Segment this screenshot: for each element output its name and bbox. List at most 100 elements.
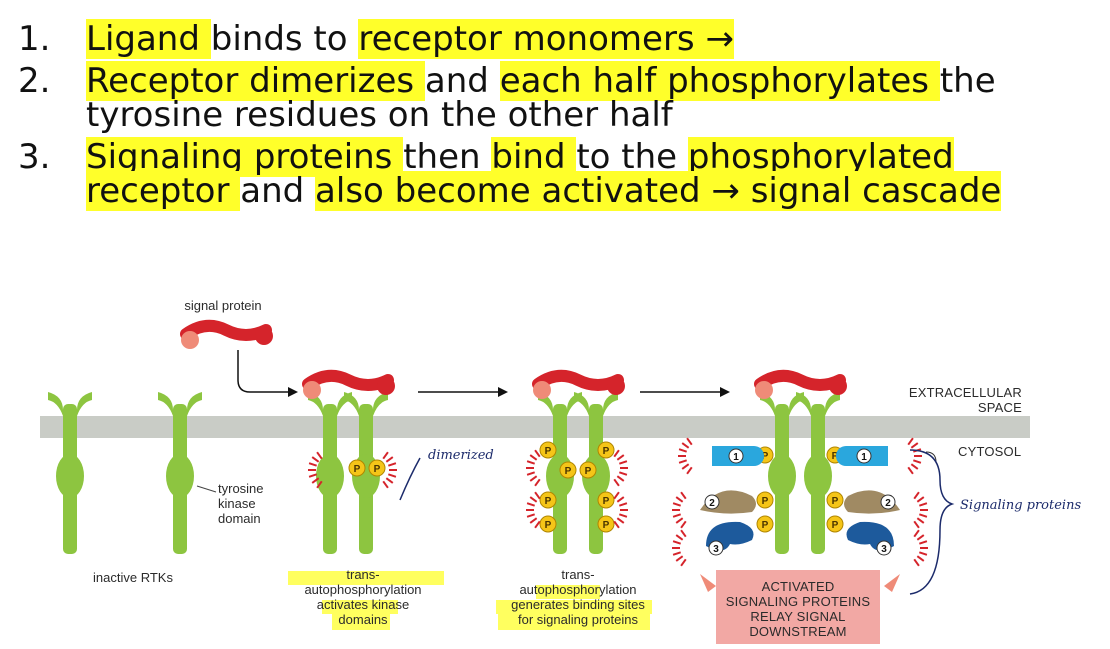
phosphate-label: P <box>565 466 572 477</box>
highlighted-text: Ligand <box>86 19 211 59</box>
step-text: Receptor dimerizes and each half phospho… <box>86 61 1098 132</box>
arrow-head <box>498 387 508 397</box>
activation-burst <box>916 555 925 562</box>
activation-burst <box>913 558 920 567</box>
activation-burst <box>680 520 687 529</box>
phosphate-label: P <box>603 496 610 507</box>
activation-burst <box>913 520 920 529</box>
handwritten-pointer <box>399 457 421 501</box>
step-item: 3. Signaling proteins then bind to the ph… <box>18 137 1098 211</box>
phosphate-label: P <box>545 446 552 457</box>
activation-burst <box>526 471 535 476</box>
protein-number-badge <box>856 448 872 464</box>
protein-number-badge <box>704 494 720 510</box>
annotation-dimerized: dimerized <box>428 448 494 463</box>
highlighted-text: receptor monomers → <box>358 19 734 59</box>
activation-burst <box>534 520 541 529</box>
phosphate-icon <box>597 491 615 509</box>
activation-burst <box>672 513 681 518</box>
phosphate-label: P <box>762 496 769 507</box>
phosphate-label: P <box>832 496 839 507</box>
activation-burst <box>382 451 389 460</box>
activation-burst <box>681 463 690 470</box>
activation-burst <box>916 517 925 524</box>
signal-protein-end <box>255 327 273 345</box>
caption-activates-kinase: trans- autophosphorylation activates kin… <box>304 567 422 627</box>
phosphate-icon <box>826 491 844 509</box>
activation-burst <box>308 473 317 478</box>
activation-burst <box>680 491 687 500</box>
step-item: 1.Ligand binds to receptor monomers → <box>18 19 1098 59</box>
activation-burst <box>686 437 693 446</box>
activation-burst <box>681 442 690 449</box>
activation-burst <box>613 478 620 487</box>
activation-burst <box>907 466 914 475</box>
activation-burst <box>619 513 628 518</box>
step-text: Ligand binds to receptor monomers → <box>86 19 1098 59</box>
handwritten-brace <box>909 449 955 595</box>
cytosol-label: CYTOSOL <box>958 444 1022 459</box>
receptor-fork <box>77 392 92 416</box>
protein-number: 2 <box>709 498 715 509</box>
activation-burst <box>311 477 320 484</box>
activation-burst <box>680 558 687 567</box>
signal-protein-end <box>181 331 199 349</box>
activation-burst <box>686 466 693 475</box>
activation-burst <box>678 448 687 453</box>
extracellular-label: EXTRACELLULAR SPACE <box>908 385 1022 415</box>
receptor-fork <box>796 392 811 416</box>
inactive-rtks-label: inactive RTKs <box>93 570 173 585</box>
phosphate-label: P <box>585 466 592 477</box>
activation-burst <box>672 551 681 556</box>
signal-protein-end <box>755 381 773 399</box>
activation-burst <box>680 529 687 538</box>
step-text-segment: and <box>424 61 500 101</box>
annotation-signaling-proteins: Signaling proteins <box>960 498 1082 513</box>
activation-burst <box>675 555 684 562</box>
arrow-head <box>288 387 298 397</box>
step-number: 2. <box>18 61 51 101</box>
protein-number-badge <box>728 448 744 464</box>
protein-number: 3 <box>881 544 887 555</box>
activation-burst <box>316 480 323 489</box>
caption-highlight <box>322 600 398 614</box>
signal-protein <box>302 369 394 391</box>
phosphate-icon <box>559 461 577 479</box>
phosphate-label: P <box>832 451 839 462</box>
signal-protein-end <box>533 381 551 399</box>
activation-burst <box>675 496 684 503</box>
activation-burst <box>919 551 928 556</box>
activation-burst <box>672 540 681 545</box>
receptor-fork <box>344 392 359 416</box>
phosphate-icon <box>597 441 615 459</box>
activation-burst <box>619 502 628 507</box>
caption-highlight <box>536 585 600 599</box>
activation-burst <box>910 442 919 449</box>
phosphate-label: P <box>374 464 381 475</box>
receptor-fork <box>48 392 63 416</box>
phosphate-icon <box>539 515 557 533</box>
activation-burst <box>311 456 320 463</box>
kinase-domain <box>316 454 344 498</box>
activation-burst <box>616 454 625 461</box>
phosphate-label: P <box>545 520 552 531</box>
step-number: 3. <box>18 137 51 177</box>
receptor-fork <box>574 392 589 416</box>
activation-burst <box>916 496 925 503</box>
step-text-segment: binds to <box>210 19 359 59</box>
receptor-fork <box>603 392 618 416</box>
activation-burst <box>385 477 394 484</box>
signal-protein <box>754 369 846 391</box>
bend-arrow <box>237 379 251 393</box>
step-text: Signaling proteins then bind to the phos… <box>86 137 1098 211</box>
activation-burst <box>919 540 928 545</box>
activation-burst <box>308 462 317 467</box>
phosphate-icon <box>368 459 386 477</box>
signal-protein-end <box>377 377 395 395</box>
kinase-domain <box>166 454 194 498</box>
receptor-fork <box>373 392 388 416</box>
activation-burst <box>534 478 541 487</box>
activation-burst <box>675 517 684 524</box>
phosphate-icon <box>826 515 844 533</box>
